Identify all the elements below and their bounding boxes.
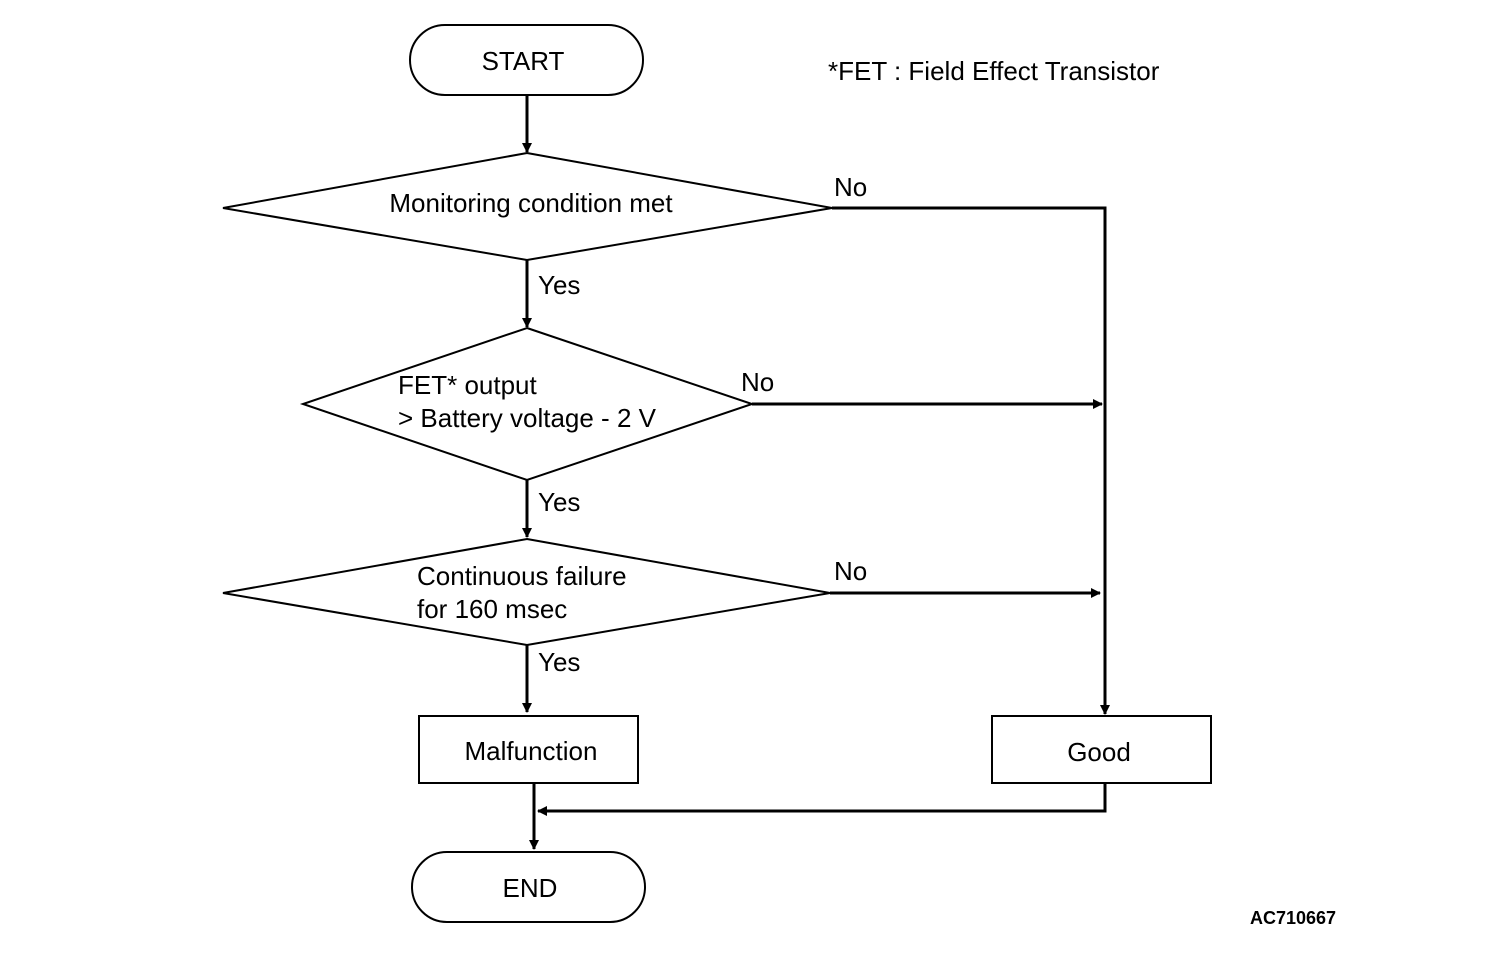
arrow-no-monitoring-to-good — [832, 206, 1110, 715]
arrow-good-to-end-merge — [537, 783, 1107, 816]
no-label-3: No — [834, 556, 867, 586]
yes-label-2: Yes — [538, 487, 580, 517]
malfunction-label: Malfunction — [465, 736, 598, 766]
yes-label-3: Yes — [538, 647, 580, 677]
end-terminator: END — [411, 851, 646, 923]
decision-continuous-line1: Continuous failure — [417, 561, 627, 591]
decision-monitoring: Monitoring condition met — [222, 151, 833, 262]
end-label: END — [503, 873, 558, 903]
good-label: Good — [1067, 737, 1131, 767]
decision-continuous-failure: Continuous failure for 160 msec — [222, 537, 831, 647]
decision-continuous-line2: for 160 msec — [417, 594, 567, 624]
no-label-2: No — [741, 367, 774, 397]
figure-code: AC710667 — [1250, 908, 1336, 928]
decision-fet-output: FET* output > Battery voltage - 2 V — [299, 326, 756, 482]
no-label-1: No — [834, 172, 867, 202]
yes-label-1: Yes — [538, 270, 580, 300]
start-label: START — [482, 46, 565, 76]
decision-monitoring-label: Monitoring condition met — [389, 188, 673, 218]
good-box: Good — [991, 715, 1212, 784]
decision-fet-line2: > Battery voltage - 2 V — [398, 403, 657, 433]
malfunction-box: Malfunction — [418, 715, 639, 784]
decision-fet-line1: FET* output — [398, 370, 538, 400]
start-terminator: START — [409, 24, 644, 96]
fet-footnote: *FET : Field Effect Transistor — [828, 56, 1160, 86]
